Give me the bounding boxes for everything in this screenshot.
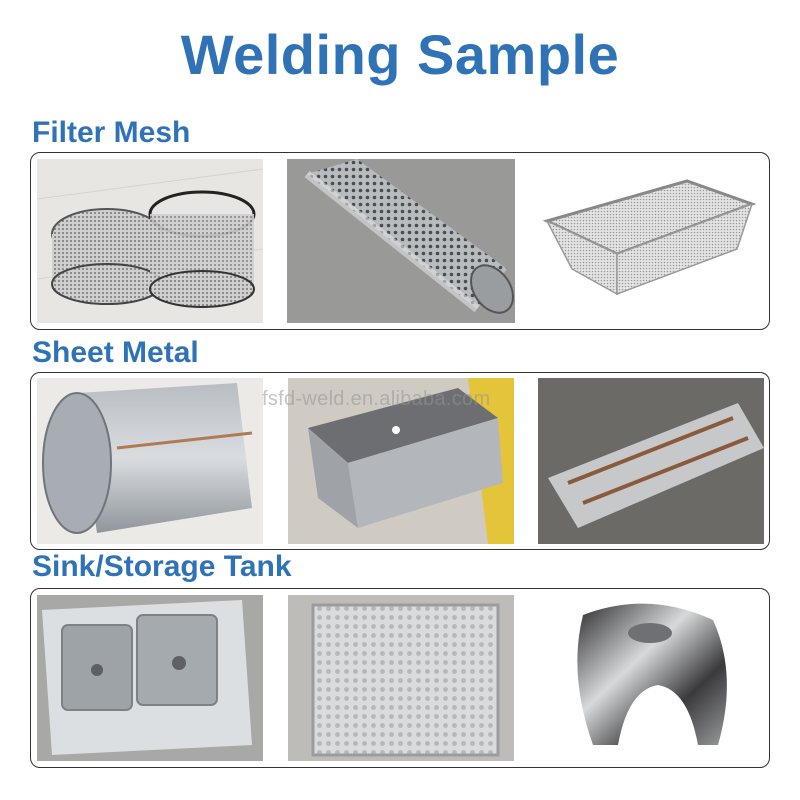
photo-dimpled-panel [288,595,514,761]
section-title-sink-storage-tank: Sink/Storage Tank [32,550,292,583]
section-title-filter-mesh: Filter Mesh [32,116,191,149]
panel-sink-storage-tank [30,588,770,768]
photo-welded-box [288,378,514,544]
photo-fuel-tank [538,595,764,761]
section-title-sheet-metal: Sheet Metal [32,336,199,369]
page-title: Welding Sample [180,23,620,86]
photo-mesh-basket [537,159,763,323]
panel-sheet-metal [30,372,770,550]
photo-welded-plate [538,378,764,544]
photo-perforated-tube [287,159,515,323]
panel-filter-mesh [30,152,770,330]
photo-double-sink [37,595,263,761]
photo-filter-mesh-cylinders [37,159,263,323]
photo-rolled-sheet-cylinder [37,378,263,544]
